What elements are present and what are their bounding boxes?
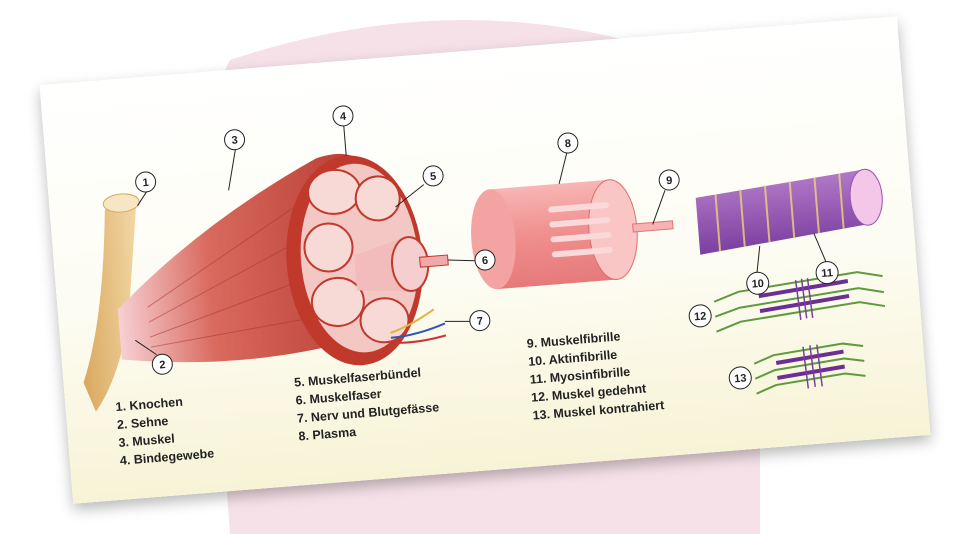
diagram-card: 1 2 3 4 5 6 7 8 9 10 11 12 13 1. Knochen… (40, 16, 931, 504)
callout-10-label: 10 (751, 278, 764, 291)
callout-3-label: 3 (231, 134, 238, 146)
callout-2-label: 2 (159, 359, 166, 371)
legend-column-2: 5. Muskelfaserbündel 6. Muskelfaser 7. N… (294, 362, 442, 445)
callout-7-label: 7 (476, 315, 483, 327)
sarcomere-contracted (753, 341, 866, 394)
sarcomere-stretched (713, 270, 886, 331)
callout-13-label: 13 (734, 372, 747, 385)
callout-5-label: 5 (430, 171, 437, 183)
callout-11-label: 11 (821, 267, 834, 280)
myofibril-bundle (694, 169, 869, 254)
callout-9-label: 9 (666, 175, 673, 187)
legend-column-1: 1. Knochen 2. Sehne 3. Muskel 4. Bindege… (115, 391, 215, 470)
legend-column-3: 9. Muskelfibrille 10. Aktinfibrille 11. … (526, 324, 665, 424)
callout-1-label: 1 (142, 177, 149, 189)
callout-12-label: 12 (694, 310, 707, 323)
callout-6-label: 6 (482, 255, 489, 267)
callout-8-label: 8 (564, 138, 571, 150)
